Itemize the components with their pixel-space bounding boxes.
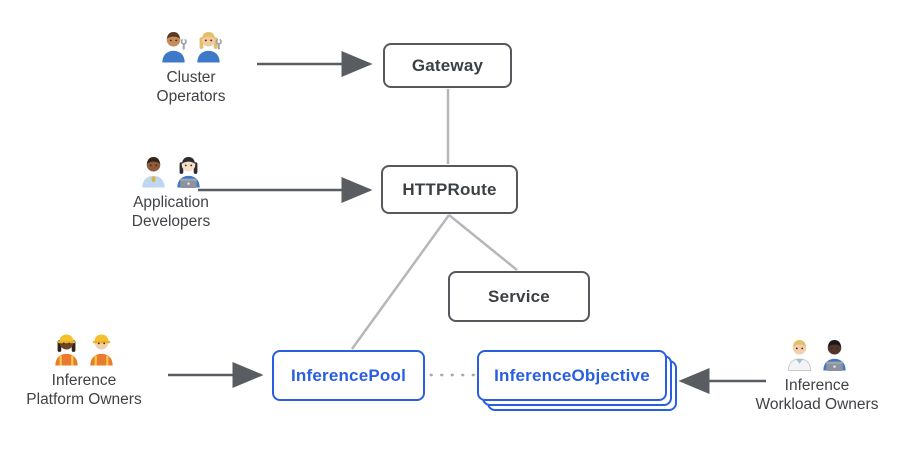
persona-icon-group [0,331,169,367]
node-gateway-label: Gateway [411,55,484,75]
persona-label-line: Cluster [166,69,216,86]
node-inferenceobjective-label: InferenceObjective [494,365,650,385]
node-inferencepool: InferencePool [272,350,425,401]
man-mechanic-icon [158,28,189,64]
woman-construction-worker-icon [51,331,82,367]
man-construction-worker-icon [86,331,117,367]
edge-httproute-inferencepool [350,214,451,350]
node-inferenceobjective: InferenceObjective [477,350,667,401]
persona-icon-group [732,336,902,372]
node-inferencepool-label: InferencePool [290,365,407,385]
persona-label-line: Developers [131,213,211,230]
node-service-label: Service [488,286,550,306]
persona-application-developers: Application Developers [86,153,256,231]
node-gateway: Gateway [383,43,512,88]
persona-inference-workload-owners: Inference Workload Owners [732,336,902,414]
persona-label-line: Platform Owners [26,391,142,408]
woman-mechanic-icon [193,28,224,64]
man-office-worker-icon [138,153,169,189]
persona-icon-group [86,153,256,189]
persona-inference-platform-owners: Inference Platform Owners [0,331,169,409]
health-worker-icon [784,336,815,372]
persona-label: Inference Platform Owners [0,371,169,409]
node-service: Service [448,271,590,322]
persona-label: Application Developers [86,193,256,231]
man-technologist-icon [819,336,850,372]
persona-label: Cluster Operators [106,68,276,106]
persona-label-line: Inference [784,377,850,394]
node-httproute: HTTPRoute [381,165,518,214]
persona-label: Inference Workload Owners [732,376,902,414]
edge-httproute-service [448,214,518,271]
persona-icon-group [106,28,276,64]
woman-technologist-icon [173,153,204,189]
node-inferenceobjective-stack: InferenceObjective [477,350,679,413]
persona-label-line: Inference [51,372,117,389]
persona-cluster-operators: Cluster Operators [106,28,276,106]
persona-label-line: Workload Owners [755,396,879,413]
node-httproute-label: HTTPRoute [402,179,497,199]
persona-label-line: Application [133,194,209,211]
persona-label-line: Operators [156,88,226,105]
